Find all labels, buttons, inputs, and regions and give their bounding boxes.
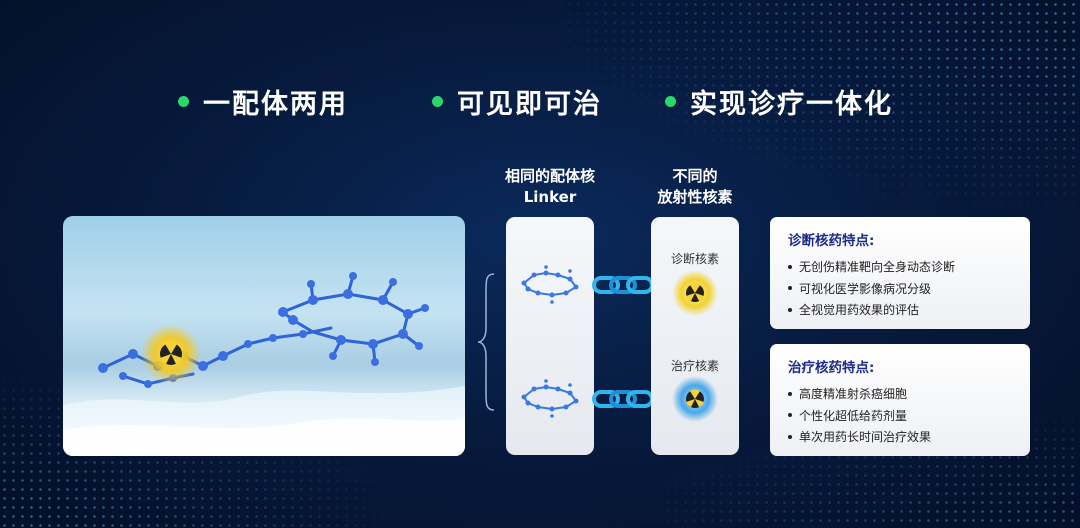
headline-text: 实现诊疗一体化 — [690, 89, 893, 120]
headline-item: 可见即可治 — [432, 82, 602, 121]
brace-icon — [477, 273, 495, 411]
headline-item: 实现诊疗一体化 — [665, 82, 893, 121]
diagnostic-nuclide-label: 诊断核素 — [670, 252, 719, 266]
headline-item: 一配体两用 — [178, 82, 348, 121]
list-item: 单次用药长时间治疗效果 — [788, 427, 931, 449]
bullet-icon — [788, 307, 792, 312]
linker-molecule-icon — [521, 265, 579, 304]
radiation-icon — [672, 270, 718, 316]
diagnosis-features-card: 诊断核药特点: 无创伤精准靶向全身动态诊断 可视化医学影像病况分级 全视觉用药效… — [770, 217, 1030, 329]
card-title: 诊断核药特点: — [788, 233, 875, 249]
headline-text: 可见即可治 — [457, 89, 602, 120]
bullet-icon — [788, 434, 792, 439]
nuclide-column-title: 不同的 放射性核素 — [657, 167, 733, 206]
molecule-illustration — [63, 216, 465, 456]
linker-molecule-icon — [521, 379, 579, 418]
nuclide-panel: 诊断核素 治疗核素 — [651, 217, 739, 455]
bullet-icon — [788, 286, 792, 290]
linker-panel — [506, 217, 594, 455]
bullet-dot-icon — [178, 96, 189, 107]
bullet-icon — [788, 264, 792, 269]
headline-text: 一配体两用 — [203, 89, 348, 120]
list-item: 可视化医学影像病况分级 — [788, 279, 955, 301]
chain-link-icon — [592, 276, 654, 294]
list-item: 个性化超低给药剂量 — [788, 406, 931, 428]
bullet-dot-icon — [665, 96, 676, 107]
list-item: 无创伤精准靶向全身动态诊断 — [788, 257, 955, 279]
bullet-dot-icon — [432, 96, 443, 107]
linker-column-title: 相同的配体核 Linker — [504, 167, 595, 206]
chain-link-icon — [592, 390, 654, 408]
radiation-icon — [672, 376, 718, 422]
list-item: 高度精准射杀癌细胞 — [788, 384, 931, 406]
feature-list: 高度精准射杀癌细胞 个性化超低给药剂量 单次用药长时间治疗效果 — [788, 384, 931, 449]
therapeutic-nuclide-label: 治疗核素 — [670, 359, 719, 373]
bullet-icon — [788, 413, 792, 417]
therapy-features-card: 治疗核药特点: 高度精准射杀癌细胞 个性化超低给药剂量 单次用药长时间治疗效果 — [770, 344, 1030, 456]
list-item: 全视觉用药效果的评估 — [788, 300, 955, 322]
bullet-icon — [788, 391, 792, 396]
feature-list: 无创伤精准靶向全身动态诊断 可视化医学影像病况分级 全视觉用药效果的评估 — [788, 257, 955, 322]
headline-bar: 一配体两用 可见即可治 实现诊疗一体化 — [0, 82, 1080, 122]
card-title: 治疗核药特点: — [788, 360, 875, 376]
